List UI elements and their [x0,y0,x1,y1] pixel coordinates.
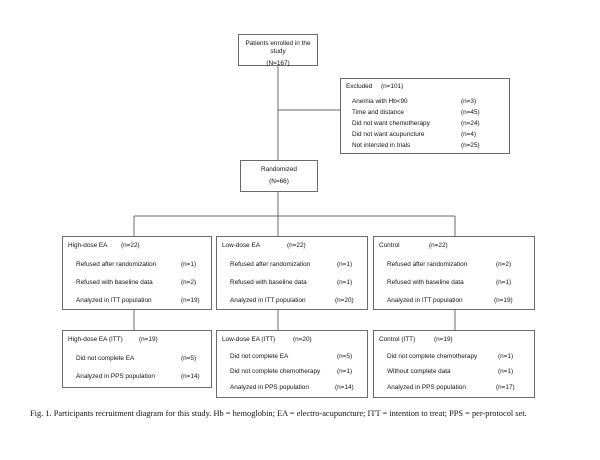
randomized-label: Randomized [261,166,297,173]
allocation-row-label: Refused after randomization [387,261,468,268]
analysis-row-label: Analyzed in PPS population [76,373,155,380]
analysis-row-label: Did not complete chemotherapy [387,353,478,360]
analysis-row-count: (n=14) [181,373,200,380]
exclusion-count: (n=24) [461,120,480,127]
group-count: (n=20) [293,336,312,343]
allocation-row-label: Refused with baseline data [76,279,153,286]
exclusion-reason: Did not want acupuncture [352,131,425,138]
randomized-box: Randomized (N=66) [240,160,318,192]
exclusion-reason: Time and distance [352,109,404,116]
excluded-box: Excluded (n=101) Anemia with Hb<90 (n=3)… [340,78,510,154]
excluded-label: Excluded [346,83,373,90]
allocation-row-count: (n=1) [181,261,197,268]
exclusion-reason: Not intersted in trials [352,142,411,149]
allocation-row-label: Analyzed in ITT population [230,297,306,304]
analysis-row-count: (n=1) [337,368,353,375]
exclusion-count: (n=25) [461,142,480,149]
allocation-row-label: Refused with baseline data [230,279,307,286]
allocation-row-count: (n=1) [337,261,353,268]
allocation-row-label: Analyzed in ITT population [387,297,463,304]
low-dose-analysis-box: Low-dose EA (ITT) (n=20) Did not complet… [216,330,368,398]
allocation-row-label: Refused with baseline data [387,279,464,286]
analysis-row-count: (n=5) [337,353,353,360]
allocation-row-label: Refused after randomization [76,261,157,268]
analysis-row-label: Did not complete EA [76,355,135,362]
exclusion-count: (n=45) [461,109,480,116]
allocation-row-count: (n=2) [181,279,197,286]
group-count: (n=22) [429,242,448,249]
analysis-row-count: (n=1) [498,353,514,360]
enrolled-box: Patients enrolled in the study (N=167) [238,34,318,67]
analysis-row-label: Analyzed in PPS population [387,384,466,391]
group-title: Low-dose EA (ITT) [222,336,276,343]
analysis-row-count: (n=17) [496,384,515,391]
allocation-row-count: (n=19) [181,297,200,304]
control-allocation-box: Control (n=22) Refused after randomizati… [373,236,535,310]
analysis-row-count: (n=1) [498,368,514,375]
high-dose-allocation-box: High-dose EA (n=22) Refused after random… [62,236,212,310]
exclusion-reason: Anemia with Hb<90 [352,98,408,105]
group-title: High-dose EA (ITT) [68,336,123,343]
low-dose-allocation-box: Low-dose EA (n=22) Refused after randomi… [216,236,368,310]
allocation-row-count: (n=2) [496,261,512,268]
analysis-row-label: Did not complete chemotherapy [230,368,321,375]
group-title: Control [379,242,400,249]
group-title: Control (ITT) [379,336,416,343]
exclusion-count: (n=4) [461,131,477,138]
allocation-row-count: (n=19) [494,297,513,304]
allocation-row-count: (n=1) [496,279,512,286]
analysis-row-count: (n=14) [335,384,354,391]
enrolled-count: (N=167) [266,60,290,67]
group-count: (n=19) [139,336,158,343]
group-count: (n=22) [287,242,306,249]
group-count: (n=22) [121,242,140,249]
allocation-row-label: Refused after randomization [230,261,311,268]
allocation-row-count: (n=20) [335,297,354,304]
group-title: High-dose EA [68,242,108,249]
analysis-row-count: (n=5) [181,355,197,362]
control-analysis-box: Control (ITT) (n=19) Did not complete ch… [373,330,535,398]
group-count: (n=19) [434,336,453,343]
group-title: Low-dose EA [222,242,261,249]
analysis-row-label: Analyzed in PPS population [230,384,309,391]
exclusion-count: (n=3) [461,98,477,105]
exclusion-reason: Did not want chemotherapy [352,120,430,127]
allocation-row-count: (n=1) [337,279,353,286]
figure-caption: Fig. 1. Participants recruitment diagram… [30,409,527,418]
enrolled-label: Patients enrolled in the study [245,40,311,55]
analysis-row-label: Without complete data [387,368,451,375]
high-dose-analysis-box: High-dose EA (ITT) (n=19) Did not comple… [62,330,212,388]
randomized-count: (N=66) [269,178,289,185]
allocation-row-label: Analyzed in ITT population [76,297,152,304]
excluded-count: (n=101) [381,83,404,90]
analysis-row-label: Did not complete EA [230,353,289,360]
